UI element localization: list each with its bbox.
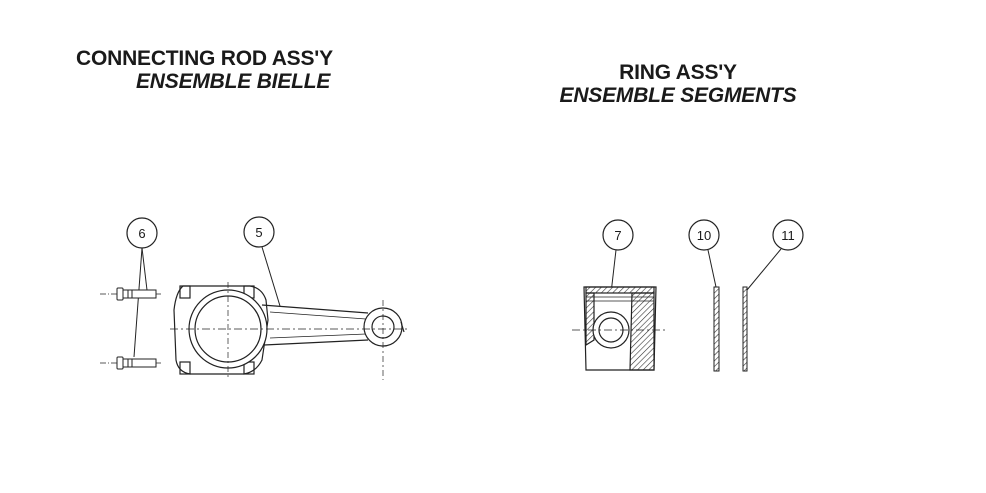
callout-5: 5: [243, 216, 281, 307]
svg-text:6: 6: [138, 226, 145, 241]
connecting-rod-title-block: CONNECTING ROD ASS'Y ENSEMBLE BIELLE: [76, 47, 333, 93]
ring-title-block: RING ASS'Y ENSEMBLE SEGMENTS: [545, 61, 811, 107]
svg-text:5: 5: [255, 225, 262, 240]
callout-6: 6: [126, 217, 158, 358]
piston: [572, 286, 668, 371]
svg-text:7: 7: [614, 228, 621, 243]
ring-10: [713, 286, 720, 372]
connecting-rod-subtitle: ENSEMBLE BIELLE: [136, 70, 331, 93]
svg-text:10: 10: [697, 228, 711, 243]
bolt-lower: [100, 356, 162, 370]
callout-11: 11: [746, 219, 804, 291]
ring-title: RING ASS'Y: [619, 61, 737, 84]
ring-11: [742, 286, 748, 372]
ring-subtitle: ENSEMBLE SEGMENTS: [559, 84, 797, 107]
svg-text:11: 11: [781, 228, 795, 243]
bolt-upper: [100, 287, 162, 301]
connecting-rod: [170, 282, 410, 380]
callout-10: 10: [688, 219, 720, 288]
connecting-rod-title: CONNECTING ROD ASS'Y: [76, 47, 333, 70]
